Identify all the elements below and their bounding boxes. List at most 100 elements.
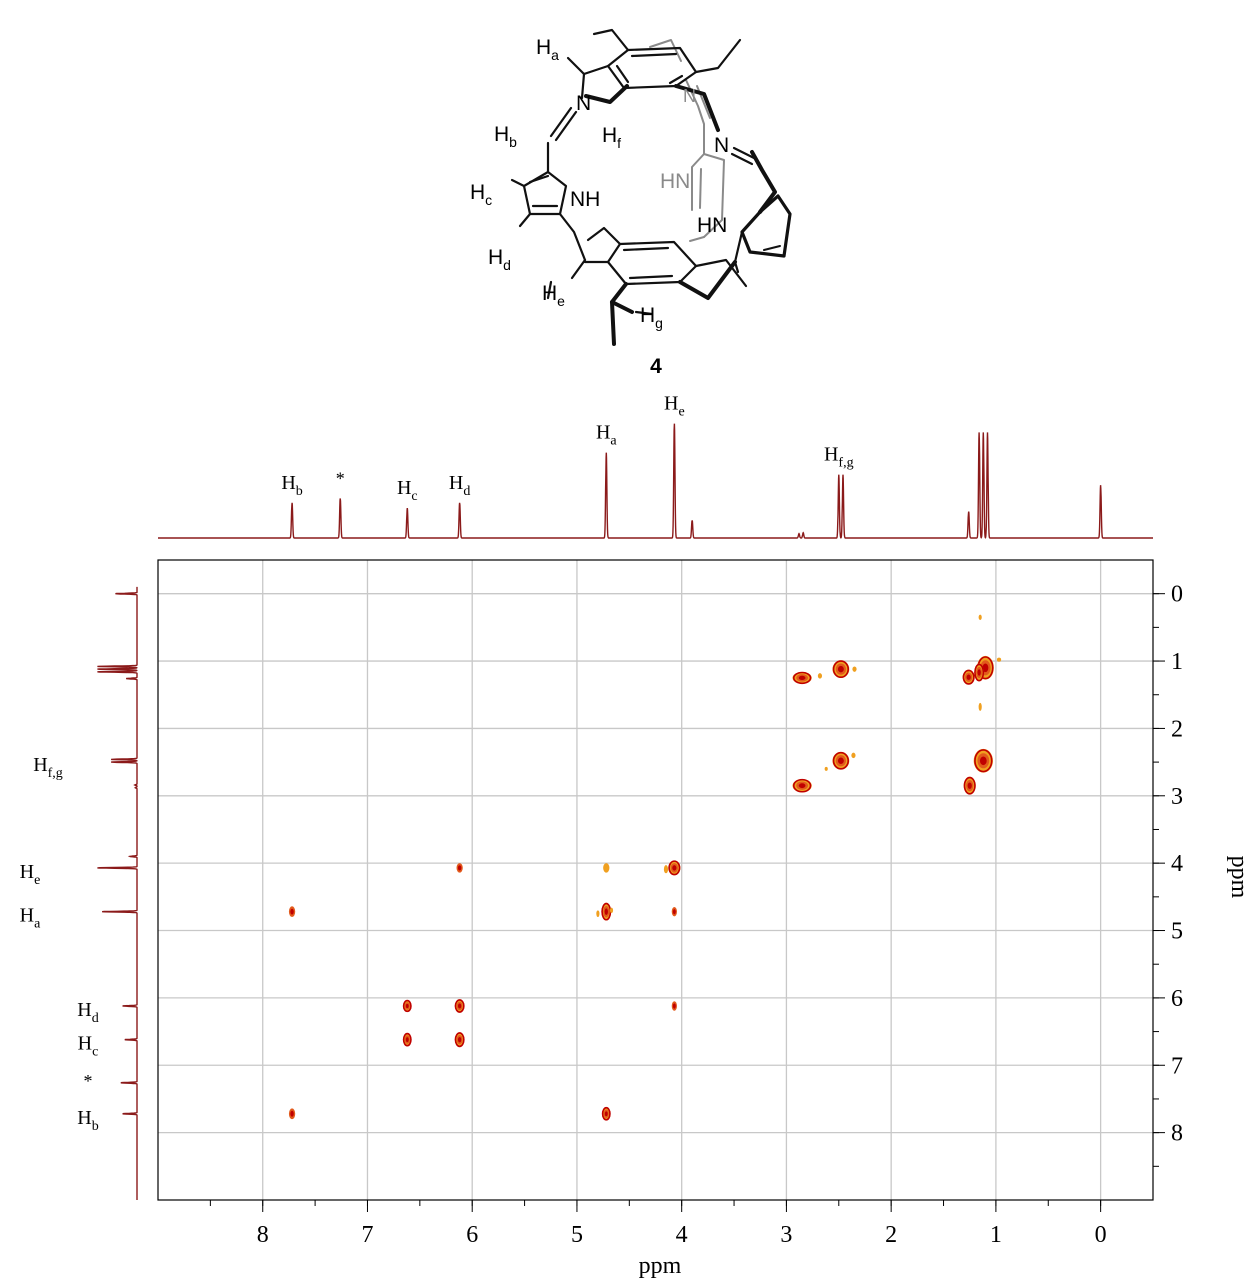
x-tick-label: 5 xyxy=(571,1222,583,1248)
contour xyxy=(837,665,844,673)
plot-grid xyxy=(158,560,1153,1200)
contour xyxy=(596,910,600,918)
y-tick-label: 1 xyxy=(1171,649,1183,675)
molecule-back-strand xyxy=(649,39,725,242)
cross-peak xyxy=(288,1108,296,1120)
cross-peak xyxy=(402,999,412,1013)
cross-peak xyxy=(601,902,612,921)
contour xyxy=(967,782,972,789)
cross-peak xyxy=(962,669,975,685)
x-axis-label: ppm xyxy=(639,1253,682,1279)
plot-frame xyxy=(157,559,1154,1201)
label-hg: Hg xyxy=(640,304,663,331)
cross-peak xyxy=(663,865,669,874)
left-projection-spectrum xyxy=(97,586,138,1200)
contour xyxy=(672,865,677,871)
contour xyxy=(405,1003,409,1009)
cross-peak xyxy=(402,1032,412,1047)
molecule-structure xyxy=(510,28,792,346)
contour xyxy=(977,669,981,676)
cross-peak xyxy=(996,657,1002,662)
contour xyxy=(832,751,850,770)
left-peak-label: Hb xyxy=(77,1107,98,1134)
cross-peak xyxy=(454,999,465,1013)
cross-peak xyxy=(824,766,828,771)
label-hc: Hc xyxy=(470,181,492,208)
x-tick-label: 1 xyxy=(990,1222,1002,1248)
cross-peaks xyxy=(288,614,1002,1121)
y-tick-label: 2 xyxy=(1171,716,1183,742)
contour xyxy=(824,766,828,771)
y-tick-label: 4 xyxy=(1171,851,1183,877)
atom-hn-back: HN xyxy=(660,170,690,193)
x-tick-label: 3 xyxy=(780,1222,792,1248)
molecule-bold-lower xyxy=(610,260,737,346)
label-hd: Hd xyxy=(488,246,511,273)
top-peak-label: Hb xyxy=(281,472,302,499)
cross-peak xyxy=(609,907,614,914)
x-tick-label: 4 xyxy=(676,1222,688,1248)
contour xyxy=(457,1036,462,1043)
cross-peak xyxy=(974,663,985,682)
contour xyxy=(604,908,608,915)
cross-peak xyxy=(671,1001,677,1011)
atom-n-right: N xyxy=(714,134,729,157)
contour xyxy=(832,660,850,679)
left-peak-label: Hc xyxy=(78,1033,99,1060)
atom-nh-left: NH xyxy=(570,188,600,211)
top-projection-spectrum xyxy=(158,423,1153,539)
contour xyxy=(603,863,610,873)
contour xyxy=(963,776,976,795)
cross-peak xyxy=(603,863,610,873)
y-tick-label: 0 xyxy=(1171,582,1183,608)
cross-peak xyxy=(978,702,982,711)
top-peak-label: Hd xyxy=(449,472,470,499)
x-tick-label: 8 xyxy=(257,1222,269,1248)
contour xyxy=(457,865,462,871)
x-tick-label: 2 xyxy=(885,1222,897,1248)
cross-peak xyxy=(851,752,856,759)
cross-peak xyxy=(596,910,600,918)
contour xyxy=(405,1037,409,1043)
contour xyxy=(402,1032,412,1047)
left-spectrum-trace xyxy=(97,586,138,1200)
cross-peak xyxy=(792,778,812,793)
y-tick-label: 8 xyxy=(1171,1121,1183,1147)
cross-peak xyxy=(832,660,850,679)
contour xyxy=(792,778,812,793)
label-hf: Hf xyxy=(602,124,621,151)
y-tick-label: 5 xyxy=(1171,919,1183,945)
cross-peak xyxy=(601,1106,611,1121)
cross-peak xyxy=(456,863,463,873)
contour xyxy=(798,783,806,789)
cross-peak xyxy=(668,860,681,876)
contour xyxy=(672,909,676,915)
cross-peak xyxy=(963,776,976,795)
contour xyxy=(966,674,971,680)
label-ha: Ha xyxy=(536,36,559,63)
contour xyxy=(962,669,975,685)
molecule-left-arm xyxy=(510,72,587,280)
y-tick-label: 6 xyxy=(1171,986,1183,1012)
left-peak-label: He xyxy=(20,861,41,888)
contour xyxy=(852,666,857,672)
x-tick-label: 0 xyxy=(1095,1222,1107,1248)
contour xyxy=(974,749,993,773)
cross-peak xyxy=(973,748,993,773)
top-peak-label: * xyxy=(336,468,345,488)
y-tick-label: 3 xyxy=(1171,784,1183,810)
contour xyxy=(672,1003,676,1009)
left-peak-label: Hd xyxy=(77,999,98,1026)
contour xyxy=(817,673,823,679)
label-hb: Hb xyxy=(494,123,517,150)
contour xyxy=(837,757,844,764)
contour xyxy=(982,663,989,673)
contour xyxy=(668,860,681,876)
contour xyxy=(402,999,412,1013)
contour xyxy=(996,657,1002,662)
cross-peak xyxy=(792,671,812,685)
left-peak-label: * xyxy=(84,1071,93,1091)
contour xyxy=(978,614,982,620)
